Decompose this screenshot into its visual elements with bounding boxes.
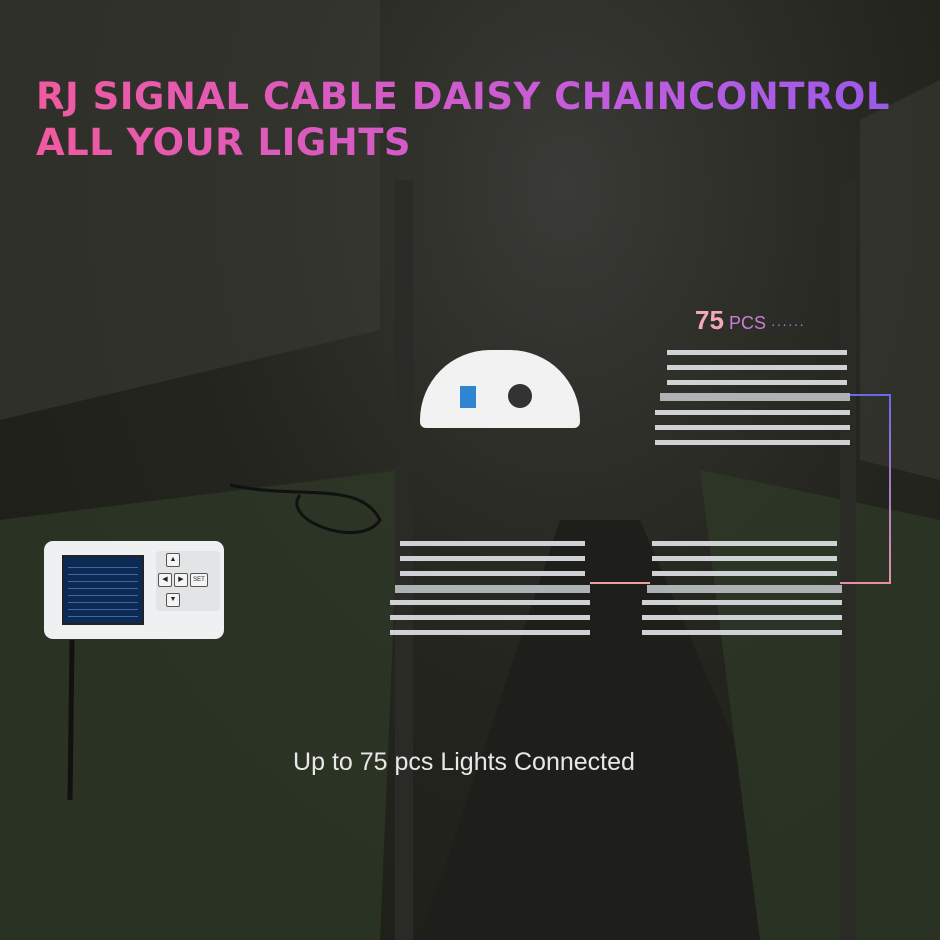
quantity-number: 75 bbox=[695, 305, 724, 335]
up-arrow-button[interactable]: ▲ bbox=[166, 553, 180, 567]
led-grow-light-bottom-left bbox=[390, 541, 590, 635]
caption: Up to 75 pcs Lights Connected bbox=[293, 748, 635, 776]
controller-screen bbox=[62, 555, 144, 625]
left-arrow-button[interactable]: ◀ bbox=[158, 573, 172, 587]
rj-port-icon bbox=[460, 386, 476, 408]
headline-line-1: RJ SIGNAL CABLE DAISY CHAINCONTROL bbox=[36, 75, 890, 118]
quantity-unit: PCS bbox=[728, 313, 766, 333]
dots-decoration: ······ bbox=[770, 316, 805, 332]
down-arrow-button[interactable]: ▼ bbox=[166, 593, 180, 607]
right-arrow-button[interactable]: ▶ bbox=[174, 573, 188, 587]
set-button[interactable]: SET bbox=[190, 573, 208, 587]
rj-cable-coil bbox=[229, 483, 382, 535]
master-controller: ▲ ◀ ▶ SET ▼ bbox=[44, 541, 224, 639]
quantity-badge: 75 PCS ······ bbox=[695, 305, 805, 336]
power-cable bbox=[67, 639, 75, 801]
headline-line-2: ALL YOUR LIGHTS bbox=[36, 121, 412, 164]
dimmer-knob[interactable] bbox=[508, 384, 532, 408]
led-grow-light-bottom-right bbox=[642, 541, 842, 635]
led-grow-light-top-right bbox=[655, 350, 850, 445]
rj-cable-3 bbox=[840, 394, 891, 584]
controller-keypad: ▲ ◀ ▶ SET ▼ bbox=[156, 551, 220, 611]
headline: RJ SIGNAL CABLE DAISY CHAINCONTROL ALL Y… bbox=[36, 74, 890, 166]
